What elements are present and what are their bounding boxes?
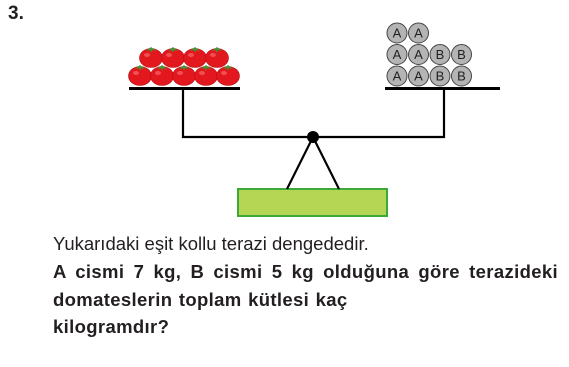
weight-a — [386, 44, 408, 65]
tomato-icon — [194, 65, 218, 86]
scale-base — [237, 188, 388, 217]
scale-pivot — [307, 131, 319, 143]
weight-a — [408, 44, 429, 65]
tomato-icon — [128, 65, 152, 86]
statement-text: Yukarıdaki eşit kollu terazi dengededir. — [53, 233, 369, 254]
question-line-1: A cismi 7 kg, B cismi 5 kg olduğuna göre — [53, 261, 460, 282]
scale-beam — [181, 89, 446, 139]
tomato-icon — [216, 65, 240, 86]
question-text: A cismi 7 kg, B cismi 5 kg olduğuna göre… — [53, 258, 558, 341]
weight-label: B — [436, 69, 445, 84]
tomato-icon — [161, 47, 185, 68]
weight-label: B — [457, 69, 466, 84]
tomato-pile — [128, 47, 240, 86]
weight-a — [408, 22, 429, 44]
weight-label: A — [393, 69, 402, 84]
weight-label: A — [393, 26, 402, 41]
tomato-icon — [139, 47, 163, 68]
weight-label: A — [414, 47, 423, 62]
question-line-3: kilogramdır? — [53, 316, 170, 337]
weight-a — [408, 65, 429, 87]
weight-label: A — [414, 69, 423, 84]
weight-b — [429, 65, 451, 87]
weight-label: A — [393, 47, 402, 62]
question-line-2: terazideki domateslerin toplam kütlesi k… — [53, 261, 558, 310]
tomato-icon — [172, 65, 196, 86]
tomato-icon — [150, 65, 174, 86]
tomato-icon — [183, 47, 207, 68]
weight-b — [451, 65, 472, 87]
weight-label: B — [436, 47, 445, 62]
weight-a — [386, 65, 408, 87]
scale-leg-left — [286, 136, 314, 190]
weight-label: B — [457, 47, 466, 62]
question-number: 3. — [8, 3, 24, 24]
weight-a — [386, 22, 408, 44]
tomato-icon — [205, 47, 229, 68]
weight-b — [451, 44, 472, 65]
weight-b — [429, 44, 451, 65]
scale-leg-right — [312, 136, 340, 190]
weight-label: A — [414, 26, 423, 41]
